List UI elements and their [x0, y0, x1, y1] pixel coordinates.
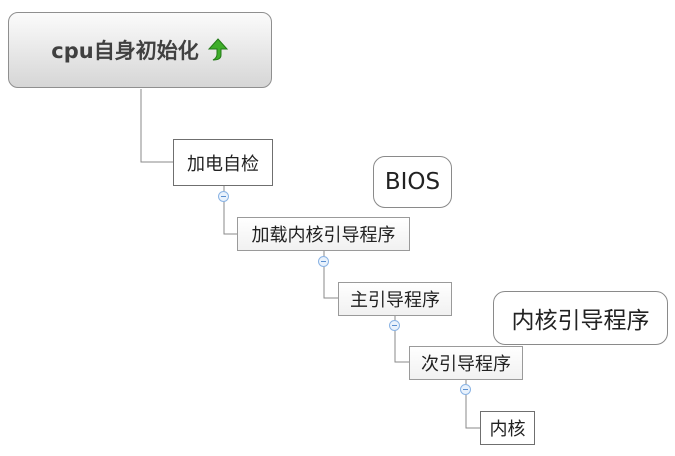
root-topic[interactable]: cpu自身初始化: [8, 12, 272, 88]
node-power-on-self-test[interactable]: 加电自检: [173, 139, 273, 186]
callout-kernel-bootloader[interactable]: 内核引导程序: [493, 291, 668, 345]
node-kernel-label: 内核: [489, 419, 526, 440]
node-primary-bootloader[interactable]: 主引导程序: [338, 282, 452, 316]
node-power-on-self-test-label: 加电自检: [187, 153, 259, 175]
collapse-toggle-secondary[interactable]: [460, 384, 471, 395]
callout-bios[interactable]: BIOS: [373, 156, 452, 208]
callout-kernel-bootloader-label: 内核引导程序: [511, 308, 650, 334]
collapse-toggle-post[interactable]: [218, 191, 229, 202]
connector-post-to-load: [223, 186, 237, 235]
node-load-kernel-bootloader[interactable]: 加载内核引导程序: [237, 217, 410, 251]
collapse-toggle-load[interactable]: [318, 256, 329, 267]
green-up-arrow-icon: [207, 38, 229, 62]
callout-bios-label: BIOS: [384, 169, 441, 195]
connector-secondary-to-kernel: [465, 380, 480, 429]
connector-root-to-post: [140, 89, 173, 163]
collapse-toggle-primary[interactable]: [389, 320, 400, 331]
node-primary-bootloader-label: 主引导程序: [350, 290, 440, 311]
node-load-kernel-bootloader-label: 加载内核引导程序: [251, 225, 396, 246]
connector-primary-to-secondary: [394, 316, 409, 363]
node-kernel[interactable]: 内核: [480, 411, 535, 445]
node-secondary-bootloader[interactable]: 次引导程序: [409, 346, 523, 380]
root-topic-label: cpu自身初始化: [51, 39, 199, 63]
node-secondary-bootloader-label: 次引导程序: [421, 354, 511, 375]
